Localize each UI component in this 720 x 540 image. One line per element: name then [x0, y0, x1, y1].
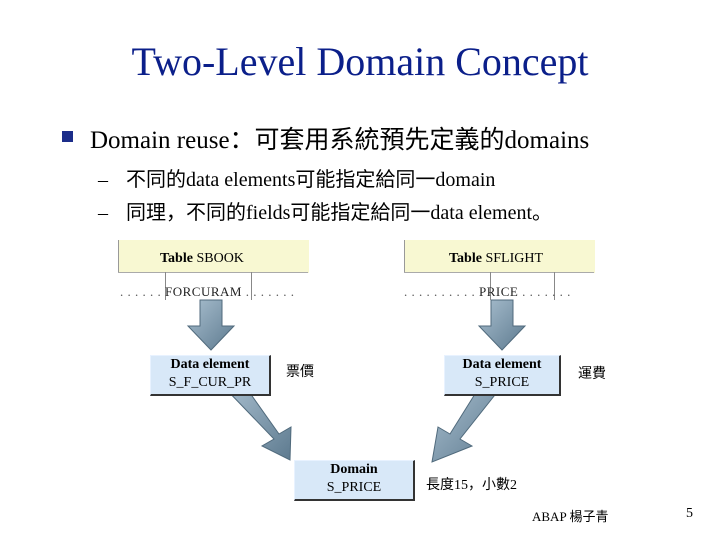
arrow-left-to-domain-icon [221, 385, 292, 461]
table-sflight-fields: . . . . . . . . . . PRICE . . . . . . . [404, 284, 571, 300]
dots: . . . . . . [120, 284, 162, 299]
table-sbook-fields: . . . . . . FORCURAM . . . . . . . [120, 284, 294, 300]
data-element-s-price-box: Data element S_PRICE [444, 355, 561, 396]
arrow-sflight-down-icon [477, 299, 527, 351]
subbullet-1-text: 不同的data elements可能指定給同一domain [126, 169, 496, 191]
bullet-text: Domain reuse：可套用系統預先定義的domains [90, 127, 590, 154]
table-sflight-title: Table SFLIGHT [449, 251, 543, 267]
data-element-name: S_F_CUR_PR [168, 375, 252, 390]
field-forcuram: FORCURAM [165, 284, 242, 299]
data-element-right-note: 運費 [578, 367, 606, 382]
table-label: Table [449, 251, 482, 266]
data-element-left-note: 票價 [286, 365, 314, 380]
subbullet-2: –同理，不同的fields可能指定給同一data element。 [98, 196, 552, 225]
field-cell-price [490, 272, 555, 300]
bullet-square-icon [62, 131, 73, 142]
data-element-s-f-cur-pr-box: Data element S_F_CUR_PR [150, 355, 271, 396]
table-sbook-band [118, 240, 309, 273]
dots: . . . . . . . . . . [404, 284, 476, 299]
footer-text: ABAP 楊子青 [532, 509, 609, 524]
dots: . . . . . . . [245, 284, 295, 299]
field-price: PRICE [479, 284, 519, 299]
arrow-sbook-down-icon [186, 299, 236, 351]
subbullet-2-text: 同理，不同的fields可能指定給同一data element。 [126, 202, 553, 224]
table-sflight-divider [404, 272, 594, 273]
table-sbook-title: Table SBOOK [160, 251, 244, 267]
data-element-name: S_PRICE [474, 375, 530, 390]
table-sbook-divider [118, 272, 308, 273]
domain-s-price-box: Domain S_PRICE [294, 460, 415, 501]
slide-title: Two-Level Domain Concept [131, 39, 589, 84]
data-element-heading: Data element [170, 357, 250, 372]
domain-note: 長度15，小數2 [426, 478, 517, 493]
page-number: 5 [686, 506, 693, 521]
table-sflight-band [404, 240, 595, 273]
dots: . . . . . . . [522, 284, 571, 299]
dash-marker: – [98, 202, 108, 224]
subbullet-1: –不同的data elements可能指定給同一domain [98, 163, 495, 192]
field-cell-forcuram [165, 272, 252, 300]
data-element-heading: Data element [462, 357, 542, 372]
domain-heading: Domain [330, 462, 378, 477]
arrow-right-to-domain-icon [431, 385, 504, 463]
dash-marker: – [98, 169, 108, 191]
table-name: SBOOK [196, 251, 244, 266]
domain-name: S_PRICE [326, 480, 382, 495]
table-name: SFLIGHT [485, 251, 544, 266]
table-label: Table [160, 251, 193, 266]
